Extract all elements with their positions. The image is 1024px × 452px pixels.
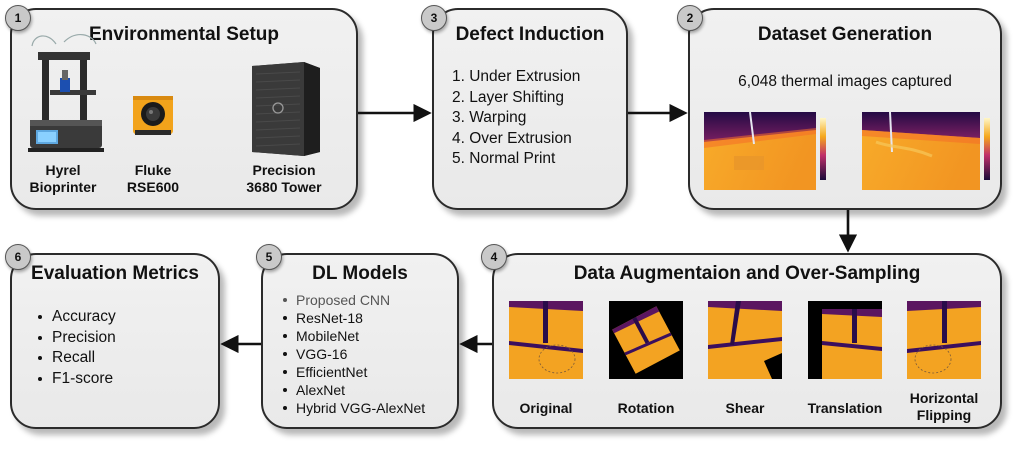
thermal-image-sample xyxy=(704,111,826,190)
augment-caption-flipping: Horizontal Flipping xyxy=(909,390,979,423)
defect-item: 2. Layer Shifting xyxy=(452,88,565,106)
thermal-camera-icon xyxy=(133,96,173,135)
bioprinter-icon xyxy=(28,34,104,152)
thermal-image-sample xyxy=(862,111,990,190)
defect-item: 4. Over Extrusion xyxy=(452,129,572,147)
augment-original-thumb xyxy=(509,301,583,379)
augment-caption-translation: Translation xyxy=(807,400,883,416)
augment-translation-thumb xyxy=(808,301,882,379)
augment-caption-shear: Shear xyxy=(725,400,765,416)
defect-induction-box xyxy=(432,8,628,210)
dl-models-list: Proposed CNN ResNet-18 MobileNet VGG-16 … xyxy=(283,291,425,417)
defect-item: 5. Normal Print xyxy=(452,150,556,167)
augment-caption-original: Original xyxy=(519,400,573,416)
step-badge-1: 1 xyxy=(5,5,31,31)
metric-item: F1-score xyxy=(38,369,116,390)
step-badge-5: 5 xyxy=(256,244,282,270)
evaluation-metrics-title: Evaluation Metrics xyxy=(31,263,199,284)
augment-flip-thumb xyxy=(907,301,981,379)
defect-induction-title: Defect Induction xyxy=(455,24,605,45)
metrics-list: Accuracy Precision Recall F1-score xyxy=(38,307,116,389)
device-caption-fluke: Fluke RSE600 xyxy=(126,162,180,195)
model-item: EfficientNet xyxy=(283,363,425,381)
metric-item: Accuracy xyxy=(38,307,116,328)
device-caption-tower: Precision 3680 Tower xyxy=(246,162,322,195)
step-badge-2: 2 xyxy=(677,5,703,31)
evaluation-metrics-box xyxy=(10,253,220,429)
model-item: MobileNet xyxy=(283,327,425,345)
tower-pc-icon xyxy=(252,62,320,156)
dl-models-title: DL Models xyxy=(312,263,408,284)
device-caption-bioprinter: Hyrel Bioprinter xyxy=(29,162,97,195)
augment-shear-thumb xyxy=(708,301,782,379)
defect-item: 3. Warping xyxy=(452,109,527,126)
metric-item: Precision xyxy=(38,328,116,349)
environmental-setup-title: Environmental Setup xyxy=(88,24,280,45)
metric-item: Recall xyxy=(38,348,116,369)
step-badge-3: 3 xyxy=(421,5,447,31)
augment-caption-rotation: Rotation xyxy=(617,400,675,416)
augmentation-title: Data Augmentaion and Over-Sampling xyxy=(573,263,921,284)
model-item: ResNet-18 xyxy=(283,309,425,327)
model-item: Hybrid VGG-AlexNet xyxy=(283,399,425,417)
step-badge-4: 4 xyxy=(481,244,507,270)
step-badge-6: 6 xyxy=(5,244,31,270)
model-item: AlexNet xyxy=(283,381,425,399)
augment-rotation-thumb xyxy=(609,301,683,379)
dataset-note: 6,048 thermal images captured xyxy=(738,73,952,90)
dl-models-box xyxy=(261,253,459,429)
defect-list: 1. Under Extrusion 2. Layer Shifting 3. … xyxy=(452,67,580,170)
defect-item: 1. Under Extrusion xyxy=(452,68,581,85)
model-item: Proposed CNN xyxy=(283,291,425,309)
dataset-generation-title: Dataset Generation xyxy=(757,24,933,45)
model-item: VGG-16 xyxy=(283,345,425,363)
